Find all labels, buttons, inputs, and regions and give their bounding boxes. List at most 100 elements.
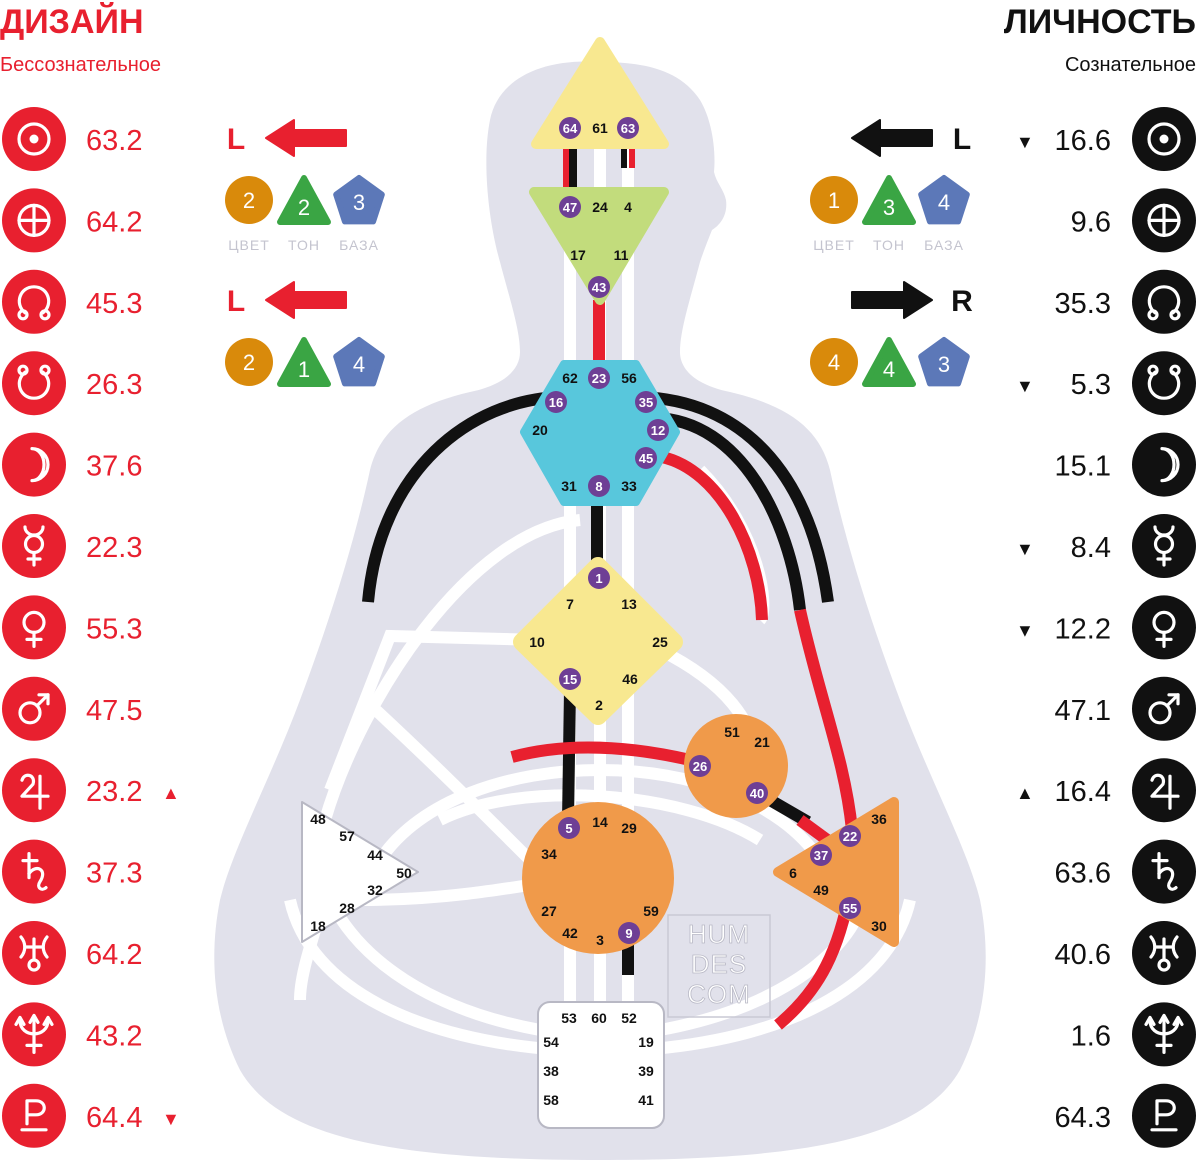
sun-icon — [17, 122, 51, 156]
tone-triangle-icon — [277, 337, 331, 387]
personality-direction: R — [951, 285, 973, 318]
gate-1: 1 — [595, 571, 602, 586]
design-planet-row: 26.3 — [2, 351, 142, 416]
gate-dot-15 — [559, 668, 581, 690]
gate-55: 55 — [843, 901, 857, 916]
design-direction: L — [227, 285, 245, 318]
base-pentagon-icon — [918, 337, 970, 387]
personality-planet-row: 1.6 — [1071, 1002, 1196, 1067]
personality-title: ЛИЧНОСТЬ — [1004, 3, 1196, 41]
personality-planet-value: 9.6 — [1071, 206, 1111, 238]
base-value: 3 — [353, 190, 365, 215]
personality-subtitle: Сознательное — [1065, 54, 1196, 76]
color-circle-icon — [810, 176, 858, 224]
saturn-icon — [1151, 851, 1178, 891]
moon-icon — [1160, 447, 1180, 483]
design-planet-row: 55.3 — [2, 595, 142, 660]
personality-planet-badge — [1132, 676, 1196, 741]
gate-56: 56 — [621, 370, 637, 386]
gate-dot-22 — [839, 825, 861, 847]
design-planet-row: 64.2 — [2, 188, 142, 253]
channel-35-36 — [639, 391, 834, 603]
personality-planet-row: 16.6 ▼ — [1016, 107, 1196, 171]
sacral-center — [522, 802, 674, 954]
ajna-center — [529, 187, 669, 305]
gate-49: 49 — [813, 882, 829, 898]
arrow-left-icon — [265, 119, 347, 157]
mercury-icon — [1153, 525, 1175, 567]
gate-9: 9 — [625, 926, 632, 941]
gate-23: 23 — [592, 371, 606, 386]
watermark-line-3: COM — [687, 979, 751, 1009]
design-planet-marker: ▼ — [162, 1109, 180, 1129]
design-planet-row: 23.2▲ — [2, 758, 180, 823]
personality-planet-marker: ▼ — [1016, 620, 1034, 640]
gate-10: 10 — [529, 634, 545, 650]
channel-48-16 — [319, 514, 581, 822]
design-planet-badge — [2, 676, 66, 741]
south-node-icon — [17, 364, 51, 400]
channel-18-58 — [360, 695, 535, 865]
personality-planet-row: 64.3 — [1055, 1083, 1196, 1148]
north-node-icon — [1147, 285, 1181, 321]
gate-dot-12 — [647, 419, 669, 441]
design-planet-row: 22.3 — [2, 514, 142, 578]
mercury-icon — [23, 525, 45, 567]
gate-29: 29 — [621, 820, 637, 836]
gate-20: 20 — [532, 422, 548, 438]
color-circle-icon — [225, 338, 273, 386]
gate-54: 54 — [543, 1034, 559, 1050]
color-circle-icon — [225, 176, 273, 224]
design-planet-badge — [2, 758, 66, 823]
gate-dot-64 — [559, 117, 581, 139]
personality-planet-value: 16.4 — [1055, 776, 1111, 808]
gate-4: 4 — [624, 199, 632, 215]
gate-41: 41 — [638, 1092, 654, 1108]
gate-13: 13 — [621, 596, 637, 612]
gate-5: 5 — [565, 821, 572, 836]
solar-plexus-center — [773, 797, 899, 947]
color-value: 2 — [243, 350, 255, 375]
personality-planet-value: 12.2 — [1055, 613, 1111, 645]
gate-44: 44 — [367, 847, 383, 863]
gate-dot-5 — [558, 817, 580, 839]
design-planet-value: 37.3 — [86, 858, 142, 890]
personality-planet-value: 16.6 — [1055, 125, 1111, 157]
design-planet-value: 63.2 — [86, 125, 142, 157]
arrow-left-icon — [851, 119, 933, 157]
gate-dot-1 — [588, 567, 610, 589]
design-planet-row: 37.6 — [2, 432, 142, 497]
gate-43: 43 — [592, 280, 606, 295]
personality-planet-value: 8.4 — [1071, 532, 1111, 564]
base-value: 4 — [353, 352, 365, 377]
design-planet-row: 43.2 — [2, 1002, 142, 1067]
personality-planet-marker: ▼ — [1016, 132, 1034, 152]
design-variable-block: L 2 1 4 — [225, 281, 385, 387]
gate-39: 39 — [638, 1063, 654, 1079]
gate-19: 19 — [638, 1034, 654, 1050]
pluto-icon — [1150, 1099, 1178, 1132]
personality-planet-badge — [1132, 432, 1196, 497]
design-planet-badge — [2, 595, 66, 660]
venus-icon — [1152, 610, 1176, 649]
personality-planet-value: 47.1 — [1055, 695, 1111, 727]
arrow-right-icon — [851, 281, 933, 319]
design-planet-value: 47.5 — [86, 695, 142, 727]
gate-53: 53 — [561, 1010, 577, 1026]
base-value: 4 — [938, 190, 950, 215]
personality-planet-badge — [1132, 514, 1196, 578]
design-planet-row: 47.5 — [2, 676, 142, 741]
variable-label: БАЗА — [339, 237, 379, 253]
design-planet-row: 64.2 — [2, 921, 142, 985]
personality-planet-row: 35.3 — [1055, 269, 1196, 334]
design-planet-badge — [2, 269, 66, 334]
design-direction: L — [227, 123, 245, 156]
earth-icon — [17, 203, 51, 237]
earth-icon — [1147, 203, 1181, 237]
design-planet-value: 45.3 — [86, 288, 142, 320]
personality-planet-row: 9.6 — [1071, 188, 1196, 253]
tone-value: 1 — [298, 357, 310, 382]
